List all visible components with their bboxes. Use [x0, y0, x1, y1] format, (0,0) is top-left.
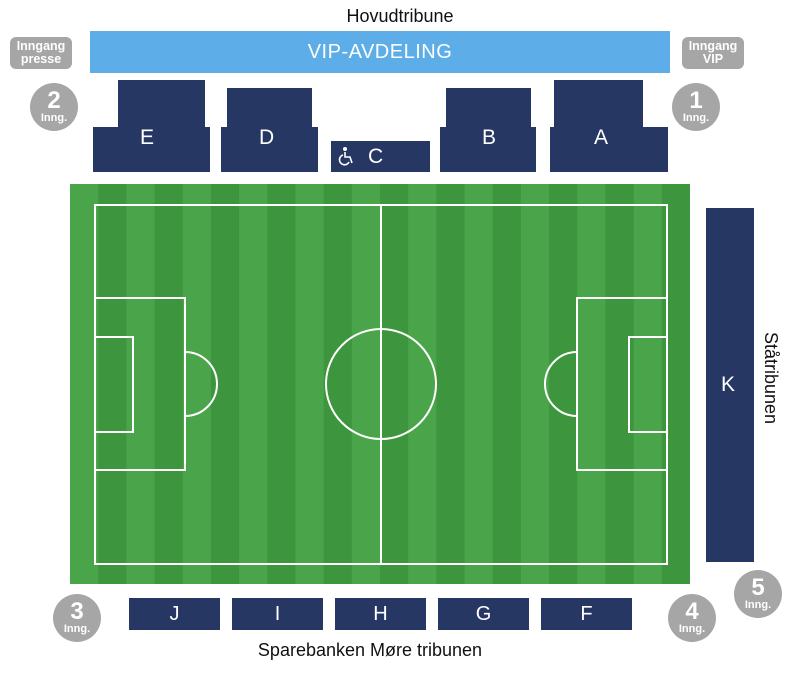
- pitch-stripe: [126, 184, 156, 584]
- gate-2-number: 2: [47, 87, 61, 114]
- pitch-stripe: [295, 184, 325, 584]
- pitch-stripe: [380, 184, 409, 584]
- pitch-stripe: [464, 184, 494, 584]
- pitch-stripe: [323, 184, 353, 584]
- press-entrance-line1: Inngang: [16, 39, 66, 53]
- section-j-label: J: [169, 602, 180, 625]
- pitch-stripe: [436, 184, 466, 584]
- pitch-stripe: [239, 184, 268, 584]
- section-j[interactable]: J: [129, 598, 220, 630]
- main-stand-sections: [93, 80, 668, 172]
- gate-1-number: 1: [689, 87, 703, 114]
- section-h-label: H: [373, 602, 388, 625]
- vip-section[interactable]: VIP-AVDELING: [90, 31, 670, 73]
- section-a[interactable]: [550, 80, 668, 172]
- section-i[interactable]: I: [232, 598, 323, 630]
- section-b-label: B: [482, 126, 497, 149]
- gate-1[interactable]: 1 Inng.: [672, 83, 720, 131]
- section-k[interactable]: K: [706, 208, 754, 562]
- section-f-label: F: [580, 602, 593, 625]
- gate-5-label: Inng.: [744, 599, 772, 611]
- gate-3[interactable]: 3 Inng.: [53, 594, 101, 642]
- football-pitch: [70, 184, 690, 584]
- pitch-stripe: [408, 184, 437, 584]
- section-g[interactable]: G: [438, 598, 529, 630]
- pitch-stripe: [351, 184, 381, 584]
- main-stand-title: Hovudtribune: [346, 6, 454, 26]
- press-entrance-line2: presse: [20, 52, 62, 66]
- pitch-stripe: [154, 184, 184, 584]
- gate-5[interactable]: 5 Inng.: [734, 570, 782, 618]
- pitch-stripe: [267, 184, 296, 584]
- press-entrance[interactable]: Inngang presse: [10, 37, 72, 69]
- gate-3-label: Inng.: [63, 623, 91, 635]
- pitch-stripe: [70, 184, 99, 584]
- section-k-label: K: [721, 373, 736, 396]
- pitch-markings: [94, 204, 668, 565]
- gate-2-label: Inng.: [40, 112, 68, 124]
- gate-1-label: Inng.: [682, 112, 710, 124]
- gate-4[interactable]: 4 Inng.: [668, 594, 716, 642]
- section-e[interactable]: [93, 80, 210, 172]
- section-i-label: I: [274, 602, 281, 625]
- gate-2[interactable]: 2 Inng.: [30, 83, 78, 131]
- section-f[interactable]: F: [541, 598, 632, 630]
- side-stand-title: Ståtribunen: [761, 332, 781, 425]
- section-g-label: G: [475, 602, 492, 625]
- pitch-stripe: [492, 184, 522, 584]
- section-e-label: E: [140, 126, 155, 149]
- pitch-stripe: [182, 184, 212, 584]
- pitch-stripe: [98, 184, 127, 584]
- gate-4-number: 4: [685, 598, 699, 625]
- section-a-label: A: [594, 126, 609, 149]
- pitch-stripe: [210, 184, 240, 584]
- section-b[interactable]: [440, 88, 536, 172]
- gate-3-number: 3: [70, 598, 84, 625]
- section-d[interactable]: [221, 88, 318, 172]
- section-c-label: C: [368, 145, 384, 168]
- gate-4-label: Inng.: [678, 623, 706, 635]
- vip-entrance-line1: Inngang: [688, 39, 738, 53]
- gate-5-number: 5: [751, 574, 765, 601]
- pitch-stripe: [633, 184, 663, 584]
- pitch-stripe: [577, 184, 606, 584]
- vip-entrance[interactable]: Inngang VIP: [682, 37, 744, 69]
- vip-entrance-line2: VIP: [702, 52, 724, 66]
- bottom-stand-title: Sparebanken Møre tribunen: [257, 640, 483, 660]
- section-d-label: D: [259, 126, 275, 149]
- wheelchair-icon: [337, 146, 355, 166]
- section-h[interactable]: H: [335, 598, 426, 630]
- pitch-stripe: [549, 184, 578, 584]
